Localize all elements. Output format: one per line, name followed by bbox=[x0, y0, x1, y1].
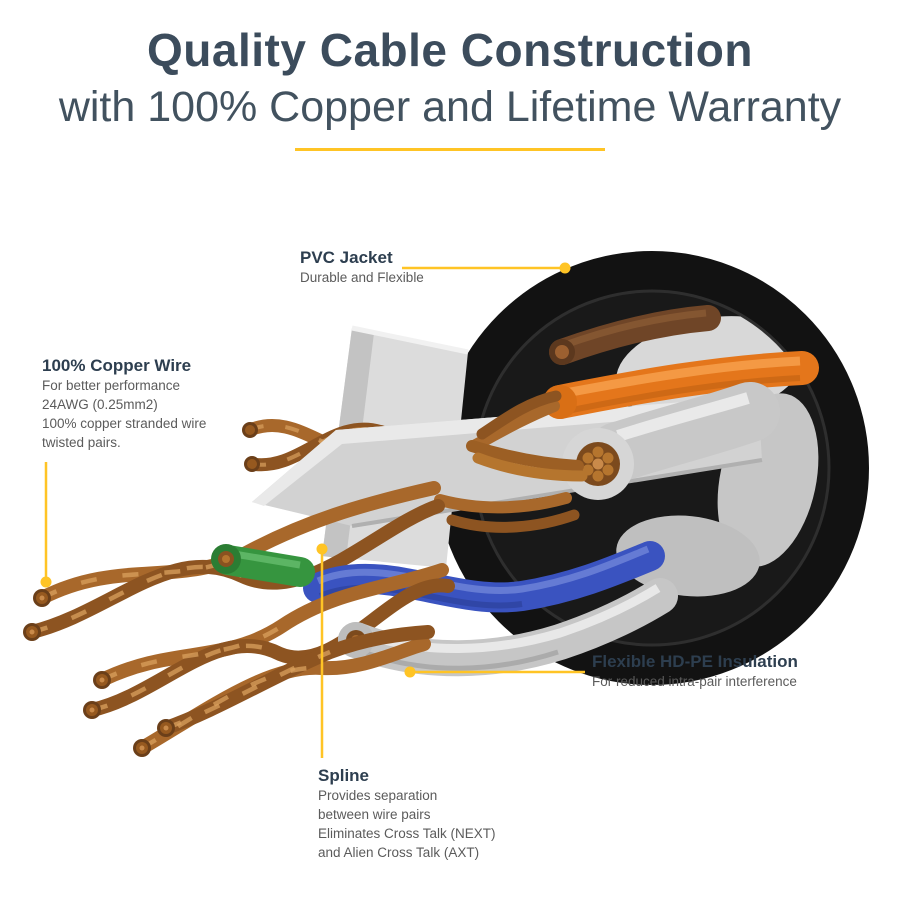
spline-desc-line: Provides separation bbox=[318, 788, 438, 803]
pvc-jacket-title: PVC Jacket bbox=[300, 248, 393, 267]
leader-line-spline bbox=[316, 543, 328, 758]
gray-wire-cut-face bbox=[562, 382, 780, 500]
spline-desc-line: and Alien Cross Talk (AXT) bbox=[318, 845, 480, 860]
label-spline: Spline Provides separation between wire … bbox=[318, 766, 496, 862]
green-wire bbox=[211, 544, 315, 587]
label-pvc-jacket: PVC Jacket Durable and Flexible bbox=[300, 248, 424, 287]
orange-wire bbox=[468, 351, 819, 452]
copper-twisted-pair-bottom bbox=[135, 625, 435, 755]
hdpe-desc: For reduced intra-pair interference bbox=[592, 674, 797, 689]
copper-wire-desc-line: For better performance bbox=[42, 378, 181, 393]
copper-wire-desc-line: 24AWG (0.25mm2) bbox=[42, 397, 158, 412]
copper-wire-title: 100% Copper Wire bbox=[42, 356, 192, 375]
spline-title: Spline bbox=[318, 766, 370, 785]
spline-desc-line: between wire pairs bbox=[318, 807, 431, 822]
page-title: Quality Cable Construction with 100% Cop… bbox=[0, 24, 900, 132]
leader-line-copper-wire bbox=[40, 462, 52, 588]
title-line2: with 100% Copper and Lifetime Warranty bbox=[58, 82, 842, 131]
leader-line-pvc-jacket bbox=[402, 262, 571, 274]
label-copper-wire: 100% Copper Wire For better performance … bbox=[42, 356, 206, 452]
label-hdpe-insulation: Flexible HD-PE Insulation For reduced in… bbox=[592, 652, 798, 691]
title-line1: Quality Cable Construction bbox=[147, 24, 753, 76]
pvc-jacket-desc: Durable and Flexible bbox=[300, 270, 424, 285]
leader-line-hdpe bbox=[404, 666, 585, 678]
spline-desc-line: Eliminates Cross Talk (NEXT) bbox=[318, 826, 496, 841]
copper-twisted-pair-middle bbox=[85, 563, 455, 717]
brown-wire bbox=[549, 305, 721, 365]
copper-cut-faces bbox=[23, 589, 175, 757]
hdpe-title: Flexible HD-PE Insulation bbox=[592, 652, 798, 671]
copper-strands-center bbox=[434, 440, 588, 533]
title-divider bbox=[295, 148, 605, 151]
copper-wire-desc-line: 100% copper stranded wire bbox=[42, 416, 207, 431]
copper-wire-desc-line: twisted pairs. bbox=[42, 435, 121, 450]
